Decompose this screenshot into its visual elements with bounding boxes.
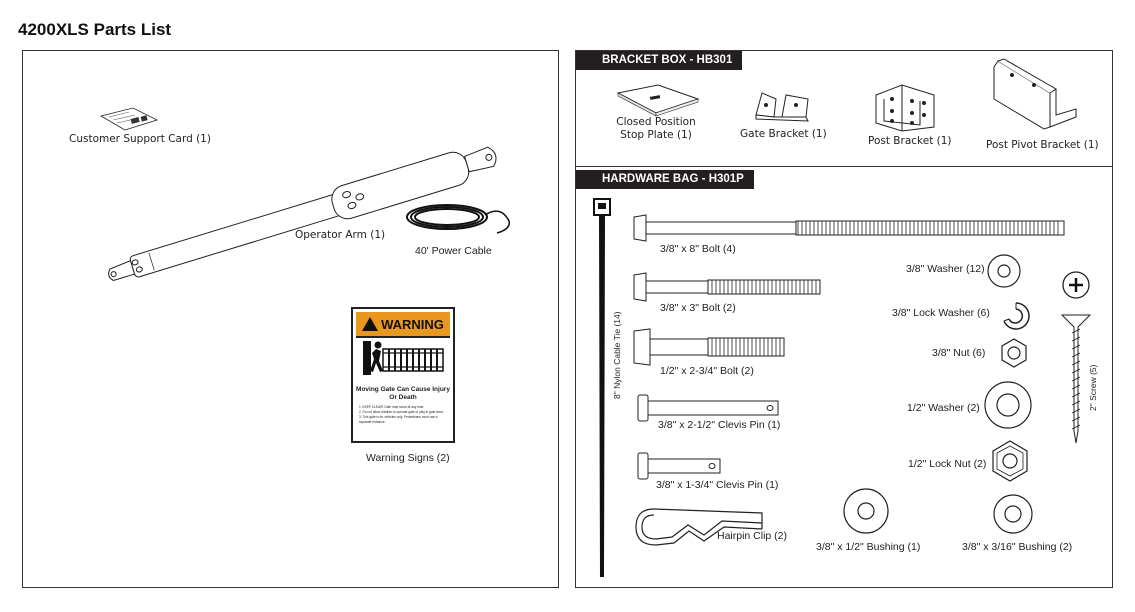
operator-arm-label: Operator Arm (1) (295, 229, 386, 241)
bolt-2-3-4in-label: 1/2" x 2-3/4" Bolt (2) (660, 365, 754, 377)
warning-sign-message: Moving Gate Can Cause Injury Or Death (356, 386, 450, 401)
clevis-pin-2-1-2in-label: 3/8" x 2-1/2" Clevis Pin (1) (658, 419, 781, 431)
bushing-3-16-label: 3/8" x 3/16" Bushing (2) (962, 541, 1073, 553)
warning-sign-image: WARNING Moving Gate Can Cause Injury Or … (351, 307, 455, 443)
warning-rule: 1. KEEP CLEAR! Gate may move at any time… (359, 405, 425, 409)
lock-washer-3-8-label: 3/8" Lock Washer (6) (892, 307, 990, 319)
clevis-pin-1-3-4in-image (637, 452, 721, 480)
gate-crush-pictogram (363, 341, 444, 375)
bolt-8in-image (633, 214, 1065, 242)
warning-triangle-icon (362, 317, 379, 331)
post-bracket-label: Post Bracket (1) (868, 135, 952, 147)
post-pivot-bracket-label: Post Pivot Bracket (1) (986, 139, 1099, 151)
cable-tie-label: 8" Nylon Cable Tie (14) (612, 311, 622, 399)
gate-bracket-label: Gate Bracket (1) (740, 128, 827, 140)
warning-rule: 2. Do not allow children to operate gate… (359, 410, 444, 414)
warning-rule: 3. This gate is for vehicles only. Pedes… (359, 415, 438, 424)
nut-3-8-image (1001, 338, 1027, 368)
hairpin-clip-label: Hairpin Clip (2) (717, 530, 788, 542)
bolt-8in-label: 3/8" x 8" Bolt (4) (660, 243, 736, 255)
washer-3-8-image (987, 254, 1021, 288)
clevis-pin-2-1-2in-image (637, 394, 779, 422)
post-bracket-image (875, 84, 935, 132)
bushing-half-inch-image (843, 488, 889, 534)
warning-sign-rules: 1. KEEP CLEAR! Gate may move at any time… (359, 405, 447, 425)
stop-plate-image (616, 84, 700, 117)
bracket-box-header: BRACKET BOX - HB301 (576, 51, 743, 70)
operator-arm-image (108, 146, 497, 282)
bolt-3in-image (633, 272, 821, 302)
customer-card-label: Customer Support Card (1) (69, 133, 211, 145)
warning-sign-header: WARNING (356, 312, 450, 338)
screw-image (1060, 271, 1092, 444)
lock-nut-half-inch-label: 1/2" Lock Nut (2) (908, 458, 987, 470)
power-cable-image (406, 204, 510, 234)
bushing-half-inch-label: 3/8" x 1/2" Bushing (1) (816, 541, 921, 553)
bolt-2-3-4in-image (633, 328, 785, 366)
lock-washer-3-8-image (1003, 302, 1030, 330)
main-parts-panel: Customer Support Card (1) Operator Arm (… (22, 50, 559, 588)
washer-half-inch-label: 1/2" Washer (2) (907, 402, 980, 414)
customer-support-card-image (99, 107, 159, 131)
hardware-bag-header: HARDWARE BAG - H301P (576, 170, 754, 189)
bushing-3-16-image (993, 494, 1033, 534)
bolt-3in-label: 3/8" x 3" Bolt (2) (660, 302, 736, 314)
screw-label: 2" Screw (5) (1088, 364, 1098, 411)
warning-signs-label: Warning Signs (2) (366, 452, 450, 464)
clevis-pin-1-3-4in-label: 3/8" x 1-3/4" Clevis Pin (1) (656, 479, 779, 491)
washer-3-8-label: 3/8" Washer (12) (906, 263, 985, 275)
gate-bracket-image (755, 92, 809, 122)
washer-half-inch-image (984, 381, 1032, 429)
cable-tie-image (593, 198, 611, 577)
lock-nut-half-inch-image (992, 440, 1028, 482)
page-title: 4200XLS Parts List (18, 20, 172, 39)
power-cable-label: 40' Power Cable (415, 245, 492, 257)
hairpin-clip-image (635, 508, 763, 546)
section-divider (576, 166, 1112, 167)
nut-3-8-label: 3/8" Nut (6) (932, 347, 986, 359)
post-pivot-bracket-image (993, 58, 1077, 130)
